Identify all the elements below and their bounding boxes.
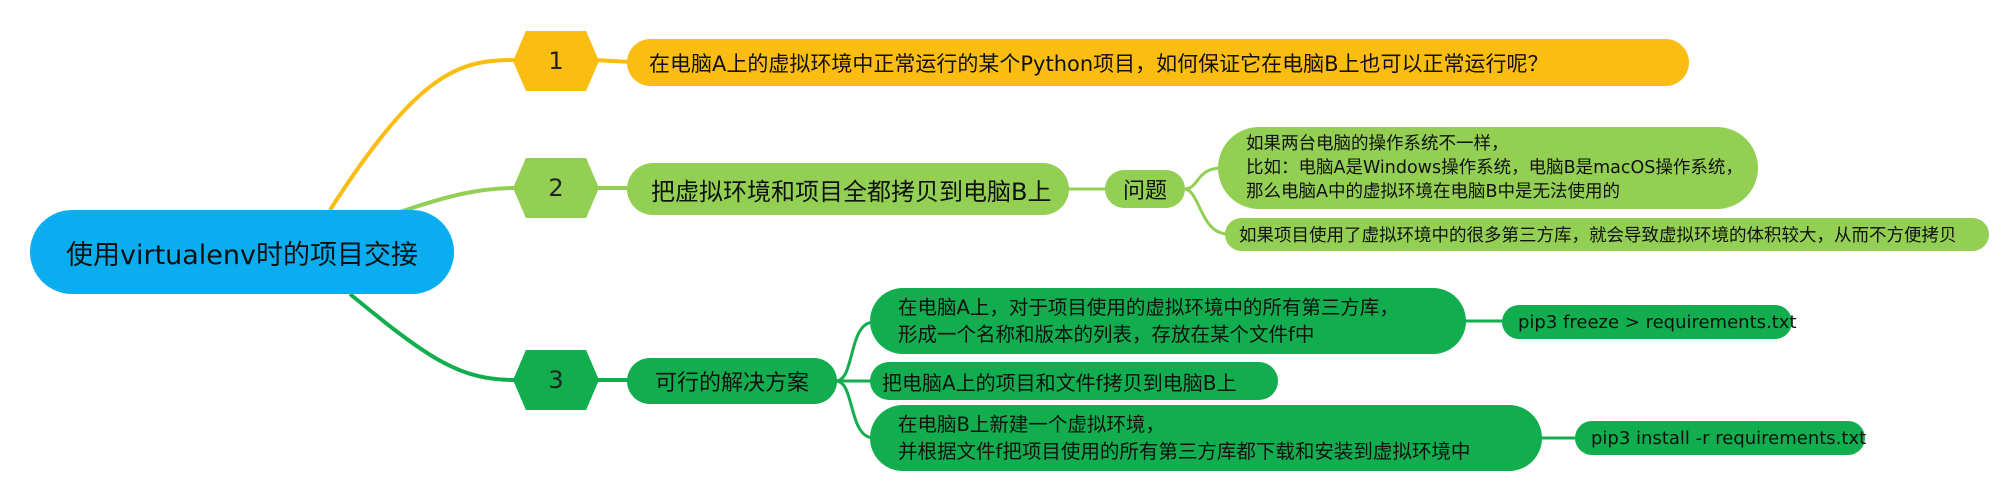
branch-2-number-badge: 2 <box>513 158 599 218</box>
problem-item-1: 如果两台电脑的操作系统不一样， 比如：电脑A是Windows操作系统，电脑B是m… <box>1218 127 1758 209</box>
solution-step-3-command-text: pip3 install -r requirements.txt <box>1591 427 1867 449</box>
branch-3-number-badge: 3 <box>513 350 599 410</box>
problem-item-1-line-1: 如果两台电脑的操作系统不一样， <box>1246 134 1509 154</box>
solution-step-3-line-1: 在电脑B上新建一个虚拟环境， <box>898 413 1165 436</box>
problem-label: 问题 <box>1122 179 1167 204</box>
root-topic: 使用virtualenv时的项目交接 <box>30 210 454 294</box>
branch-2-title-node: 把虚拟环境和项目全都拷贝到电脑B上 <box>627 163 1069 215</box>
branch-1-number: 1 <box>548 47 564 75</box>
solution-step-2: 把电脑A上的项目和文件f拷贝到电脑B上 <box>870 362 1278 400</box>
solution-step-1-command-text: pip3 freeze > requirements.txt <box>1518 311 1797 333</box>
solution-step-1: 在电脑A上，对于项目使用的虚拟环境中的所有第三方库， 形成一个名称和版本的列表，… <box>870 288 1466 354</box>
solution-step-1-command: pip3 freeze > requirements.txt <box>1502 305 1797 339</box>
solution-step-3-command: pip3 install -r requirements.txt <box>1575 421 1867 455</box>
problem-item-1-line-2: 比如：电脑A是Windows操作系统，电脑B是macOS操作系统， <box>1246 158 1743 178</box>
branch-1-number-badge: 1 <box>513 31 599 91</box>
branch-2-number: 2 <box>548 174 564 202</box>
connector-root-2 <box>399 186 516 214</box>
connector-problem-items <box>1183 166 1229 236</box>
problem-item-2: 如果项目使用了虚拟环境中的很多第三方库，就会导致虚拟环境的体积较大，从而不方便拷… <box>1225 218 1989 251</box>
branch-3-title-node: 可行的解决方案 <box>627 358 837 404</box>
problem-item-2-line-1: 如果项目使用了虚拟环境中的很多第三方库，就会导致虚拟环境的体积较大，从而不方便拷… <box>1239 226 1957 246</box>
solution-step-1-line-2: 形成一个名称和版本的列表，存放在某个文件f中 <box>898 323 1315 346</box>
connector-root-3 <box>348 292 516 382</box>
problem-node: 问题 <box>1105 170 1185 208</box>
solution-step-1-line-1: 在电脑A上，对于项目使用的虚拟环境中的所有第三方库， <box>898 296 1399 319</box>
branch-1-title-node: 在电脑A上的虚拟环境中正常运行的某个Python项目，如何保证它在电脑B上也可以… <box>627 39 1689 86</box>
connector-1-title <box>594 58 631 64</box>
branch-1-title: 在电脑A上的虚拟环境中正常运行的某个Python项目，如何保证它在电脑B上也可以… <box>649 51 1549 76</box>
solution-step-3: 在电脑B上新建一个虚拟环境， 并根据文件f把项目使用的所有第三方库都下载和安装到… <box>870 405 1542 471</box>
connector-root-1 <box>328 58 516 212</box>
branch-2-title: 把虚拟环境和项目全都拷贝到电脑B上 <box>651 177 1052 206</box>
root-topic-label: 使用virtualenv时的项目交接 <box>65 239 419 271</box>
branch-3-number: 3 <box>548 366 564 394</box>
solution-step-2-line-1: 把电脑A上的项目和文件f拷贝到电脑B上 <box>882 370 1237 395</box>
solution-step-3-line-2: 并根据文件f把项目使用的所有第三方库都下载和安装到虚拟环境中 <box>898 440 1471 463</box>
problem-item-1-line-3: 那么电脑A中的虚拟环境在电脑B中是无法使用的 <box>1246 182 1620 202</box>
branch-3-title: 可行的解决方案 <box>654 371 809 396</box>
connector-solution-steps <box>835 320 875 440</box>
